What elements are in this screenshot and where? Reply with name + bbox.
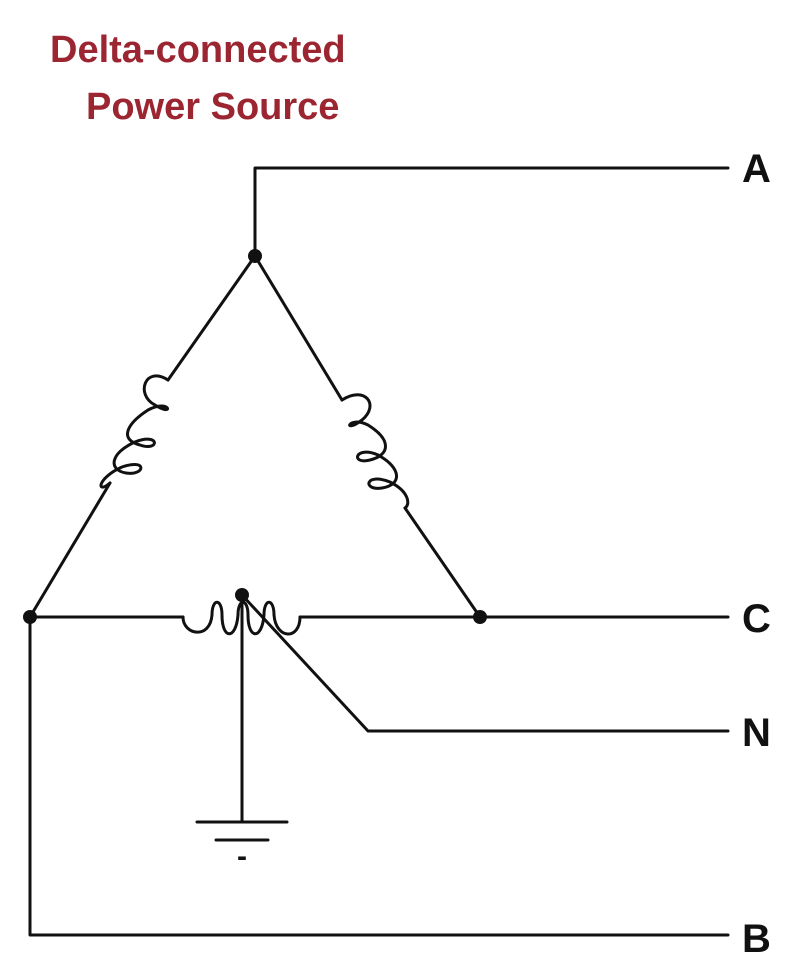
delta-left-leg-upper xyxy=(166,254,257,382)
delta-right-leg-upper xyxy=(253,254,344,402)
inductor-coil-icon xyxy=(99,374,170,489)
delta-right-leg-lower xyxy=(403,506,482,619)
terminal-b-label: B xyxy=(742,917,771,961)
terminal-c-label: C xyxy=(742,597,771,641)
junction-dot-icon xyxy=(248,249,262,263)
junction-dot-icon xyxy=(235,588,249,602)
ground-mark: - xyxy=(237,840,247,873)
terminal-n-label: N xyxy=(742,711,771,755)
wire-terminal-a xyxy=(253,166,730,258)
diagram-title-line-2: Power Source xyxy=(86,86,340,128)
wire-terminal-b xyxy=(28,615,730,937)
ground-symbol-icon xyxy=(195,820,289,842)
junction-dot-icon xyxy=(23,610,37,624)
diagram-title-line-1: Delta-connected xyxy=(50,29,346,71)
inductor-coil-icon xyxy=(340,393,410,510)
junction-dot-icon xyxy=(473,610,487,624)
terminal-a-label: A xyxy=(742,147,771,191)
delta-left-leg-lower xyxy=(28,481,112,619)
wire-terminal-n xyxy=(240,593,730,733)
